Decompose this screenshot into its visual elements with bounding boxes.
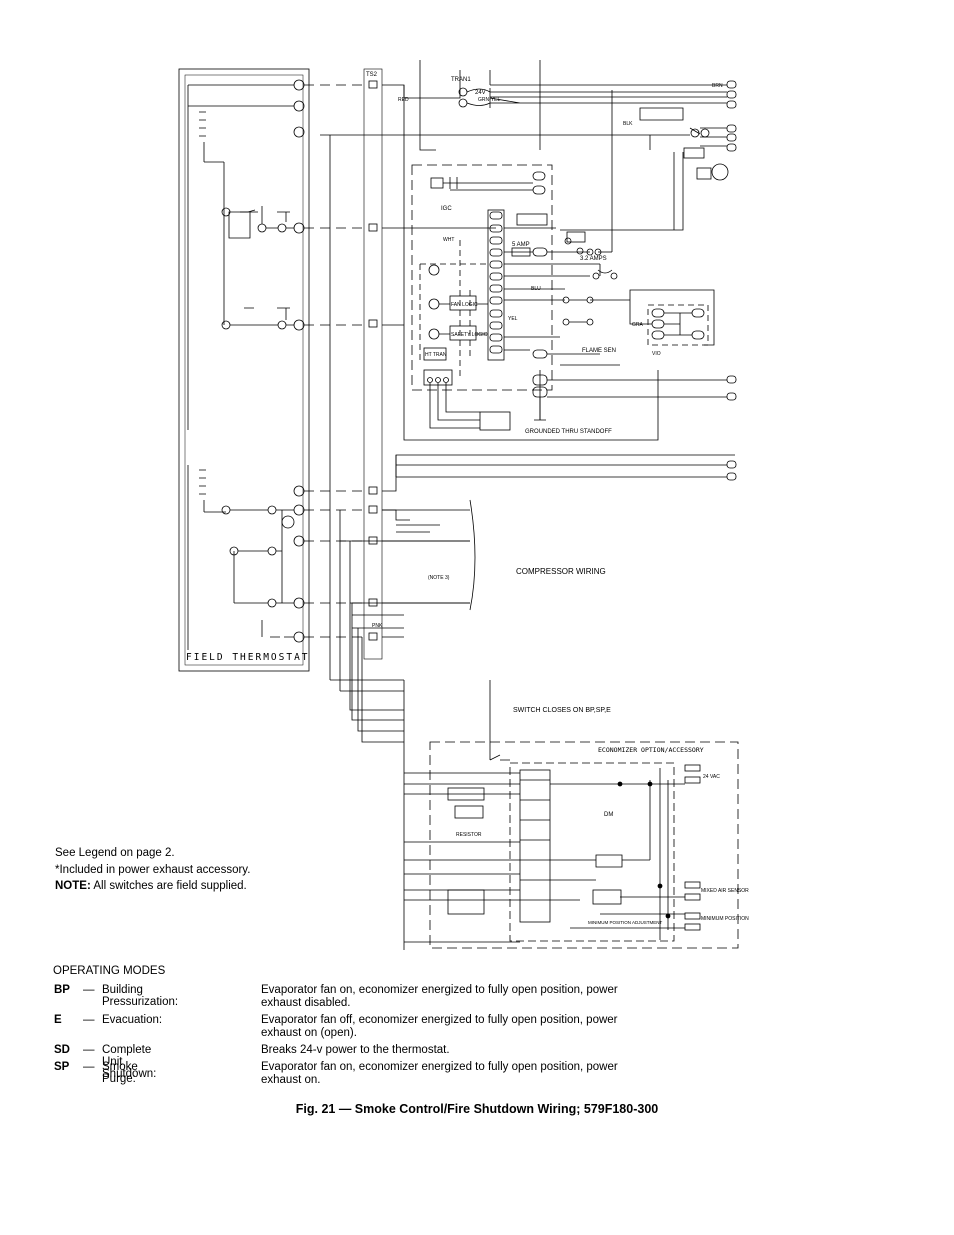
compressor-wiring-label: COMPRESSOR WIRING (516, 567, 606, 576)
grounded-label: GROUNDED THRU STANDOFF (525, 429, 612, 435)
mode-name: Building Pressurization: (102, 984, 179, 1008)
wire-tag: BLU (531, 286, 541, 292)
min-position-label: MINIMUM POSITION (701, 916, 749, 922)
modes-title: OPERATING MODES (53, 965, 166, 977)
wire-tag: YEL (508, 316, 518, 322)
wire-tag: RED (398, 97, 409, 103)
figure-caption: Fig. 21 — Smoke Control/Fire Shutdown Wi… (295, 1102, 659, 1116)
wire-tag: GRA (632, 322, 644, 328)
mode-code: SP (54, 1061, 70, 1073)
switch-note: NOTE: All switches are field supplied. (55, 878, 250, 895)
wire-tag: GRN-YEL (478, 97, 500, 103)
wire-tag: WHT (443, 237, 454, 243)
operating-modes: OPERATING MODES BP — Building Pressuriza… (53, 965, 618, 1091)
mode-name: Complete Unit Shutdown: (102, 1044, 157, 1080)
resistor-label: RESISTOR (456, 832, 482, 838)
field-thermostat-box (178, 68, 310, 672)
thermostat-title: FIELD THERMOSTAT (186, 652, 310, 663)
wire-tag: PNK (372, 623, 383, 629)
mode-dash: — (83, 1061, 95, 1073)
asterisk-note: *Included in power exhaust accessory. (55, 863, 251, 876)
note-label: NOTE: (55, 880, 91, 892)
dm-label: DM (604, 812, 613, 818)
mode-description: Evaporator fan off, economizer energized… (261, 1014, 618, 1039)
mode-code: SD (54, 1044, 70, 1056)
amps-label: 3.2 AMPS (580, 256, 607, 262)
ts2-label: TS2 (366, 72, 378, 78)
safety-logic-label: SAFETY LOGIC (451, 332, 488, 338)
economizer-box (429, 741, 739, 949)
mode-description: Breaks 24-v power to the thermostat. (261, 1044, 450, 1056)
legend-note: See Legend on page 2. (55, 847, 175, 859)
note-text: All switches are field supplied. (90, 880, 247, 892)
mode-row-sp: SP — Smoke Purge: Evaporator fan on, eco… (53, 1061, 618, 1091)
fan-logic-label: FAN LOGIC (451, 302, 478, 308)
tran1-label: TRAN1 (451, 77, 471, 83)
mode-row-e: E — Evacuation: Evaporator fan off, econ… (53, 1014, 618, 1044)
mode-code: BP (54, 984, 70, 996)
mode-code: E (54, 1014, 62, 1026)
mode-dash: — (83, 1014, 95, 1026)
wire-tag: BRN (712, 83, 723, 89)
mode-name: Evacuation: (102, 1014, 163, 1026)
mode-row-sd: SD — Complete Unit Shutdown: Breaks 24-v… (53, 1044, 450, 1080)
igc-label: IGC (441, 206, 452, 212)
wire-tag: BLK (623, 121, 633, 127)
economizer-label: ECONOMIZER OPTION/ACCESSORY (598, 746, 704, 754)
mode-row-bp: BP — Building Pressurization: Evaporator… (53, 984, 618, 1014)
vac-label: 24 VAC (703, 774, 720, 780)
volt-label: 24V (475, 90, 486, 96)
ht-tran-label: HT TRAN (425, 352, 447, 358)
note-3-label: (NOTE 3) (428, 575, 450, 581)
mixed-air-label: MIXED AIR SENSOR (701, 888, 749, 894)
flame-sen-label: FLAME SEN (582, 348, 616, 354)
notes-block: See Legend on page 2. *Included in power… (55, 845, 250, 895)
mode-description: Evaporator fan on, economizer energized … (261, 984, 618, 1009)
switch-closes-label: SWITCH CLOSES ON BP,SP,E (513, 707, 611, 714)
min-adjust-label: MINIMUM POSITION ADJUSTMENT (588, 920, 663, 925)
igc-board (411, 164, 553, 391)
mode-name: Smoke Purge: (102, 1061, 138, 1085)
wiring-diagram: FIELD THERMOSTAT TS2 TRAN1 24V IGC 5 AMP… (178, 60, 749, 950)
mode-description: Evaporator fan on, economizer energized … (261, 1061, 618, 1086)
mode-dash: — (83, 1044, 95, 1056)
mode-dash: — (83, 984, 95, 996)
wire-tag: VIO (652, 351, 661, 357)
amp-label: 5 AMP (512, 242, 530, 248)
